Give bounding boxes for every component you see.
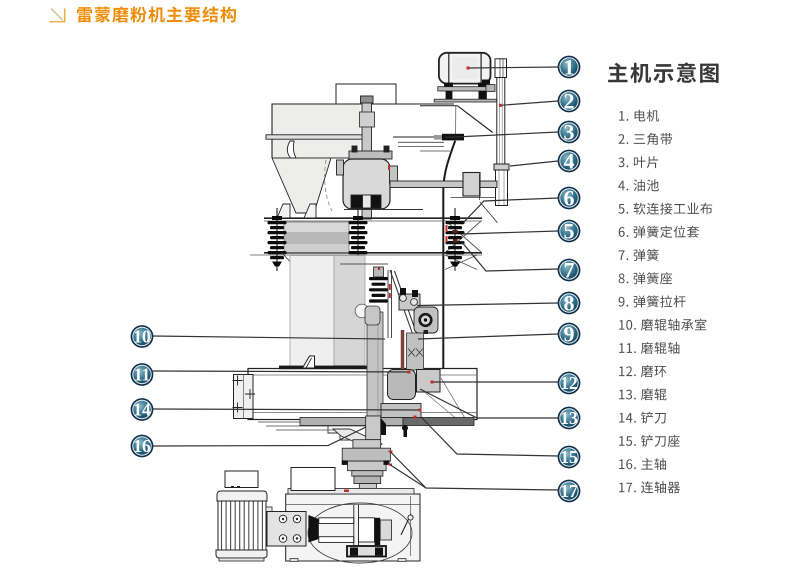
svg-text:7: 7 bbox=[564, 258, 575, 283]
svg-text:8: 8 bbox=[564, 291, 575, 316]
svg-text:6: 6 bbox=[564, 186, 575, 211]
svg-text:11: 11 bbox=[134, 365, 151, 385]
svg-text:16: 16 bbox=[133, 436, 151, 456]
svg-text:3: 3 bbox=[564, 120, 575, 145]
svg-text:13: 13 bbox=[560, 408, 578, 428]
svg-text:9: 9 bbox=[564, 322, 575, 347]
svg-text:2: 2 bbox=[564, 89, 575, 114]
svg-text:15: 15 bbox=[560, 447, 578, 467]
svg-text:14: 14 bbox=[133, 400, 151, 420]
svg-text:1: 1 bbox=[564, 55, 575, 80]
svg-text:12: 12 bbox=[560, 373, 578, 393]
svg-text:10: 10 bbox=[133, 327, 151, 347]
svg-text:4: 4 bbox=[564, 149, 575, 174]
svg-text:17: 17 bbox=[560, 481, 578, 501]
svg-text:5: 5 bbox=[564, 219, 575, 244]
